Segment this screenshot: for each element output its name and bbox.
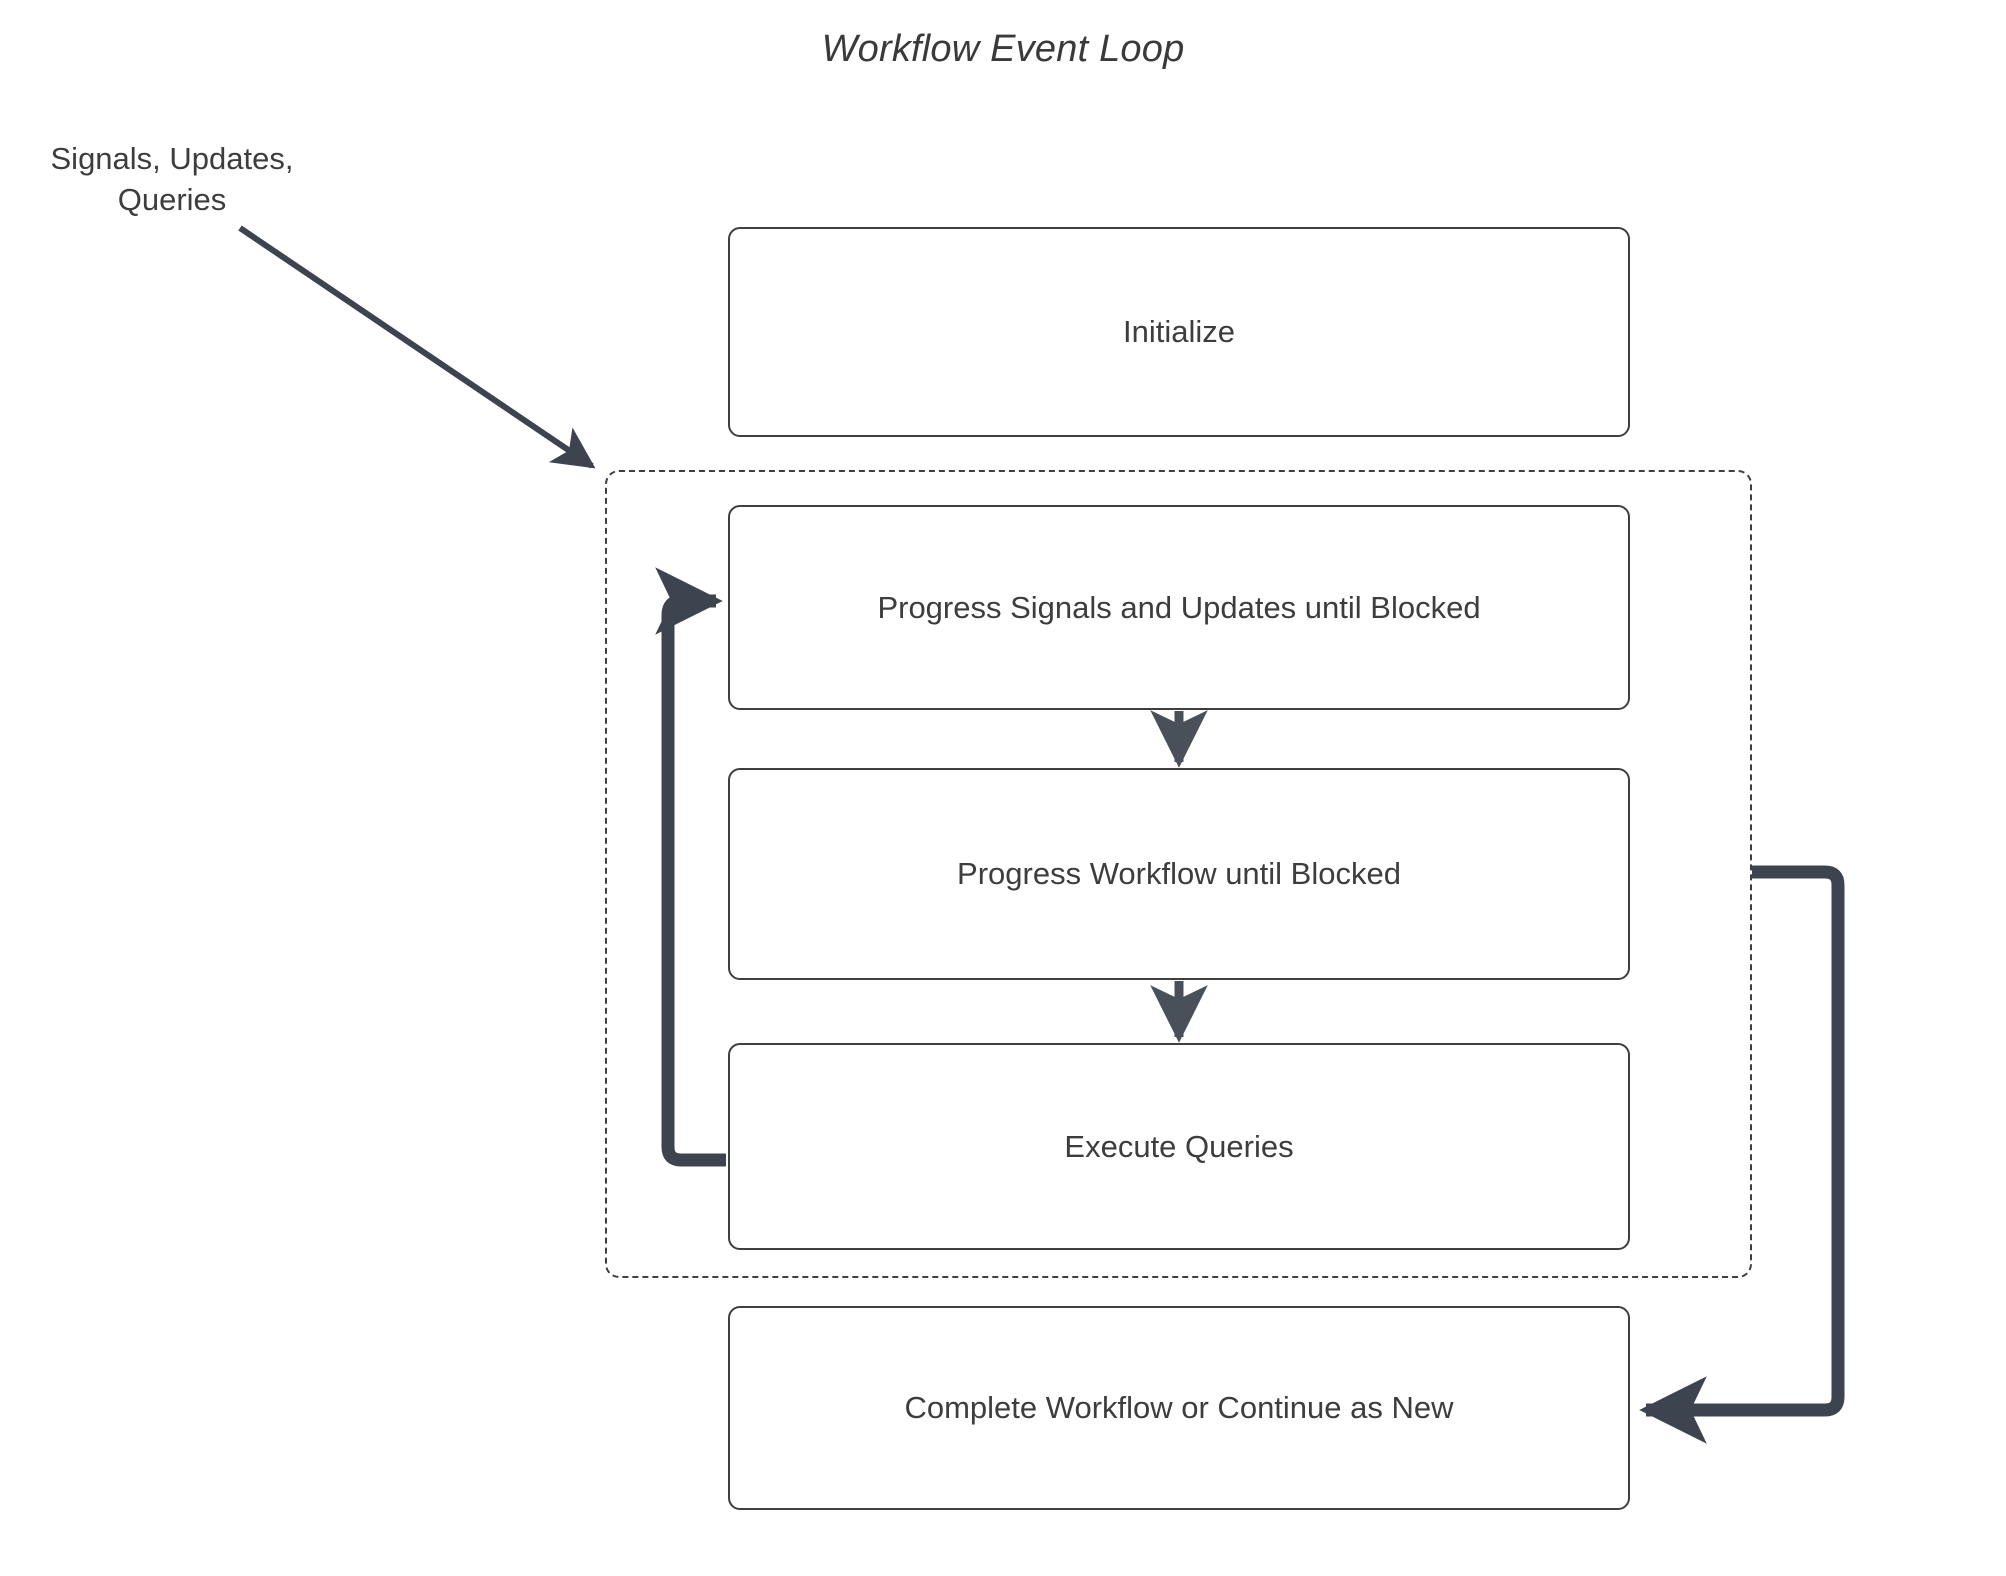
node-complete-workflow-label: Complete Workflow or Continue as New xyxy=(904,1390,1454,1425)
node-progress-signals-label: Progress Signals and Updates until Block… xyxy=(877,589,1481,625)
node-execute-queries[interactable]: Execute Queries xyxy=(728,1043,1630,1250)
event-loop-group xyxy=(605,470,1752,1278)
node-initialize[interactable]: Initialize xyxy=(728,227,1630,437)
node-progress-workflow[interactable]: Progress Workflow until Blocked xyxy=(728,768,1630,980)
node-execute-queries-label: Execute Queries xyxy=(1064,1128,1294,1164)
node-complete-workflow[interactable]: Complete Workflow or Continue as New xyxy=(728,1306,1630,1510)
edge-signals-to-loop xyxy=(238,225,596,469)
node-progress-signals-and-updates[interactable]: Progress Signals and Updates until Block… xyxy=(728,505,1630,710)
page-title: Workflow Event Loop xyxy=(821,28,1185,70)
external-input-label: Signals, Updates, Queries xyxy=(50,141,294,217)
node-initialize-label: Initialize xyxy=(1123,314,1235,349)
node-progress-workflow-label: Progress Workflow until Blocked xyxy=(957,856,1401,891)
